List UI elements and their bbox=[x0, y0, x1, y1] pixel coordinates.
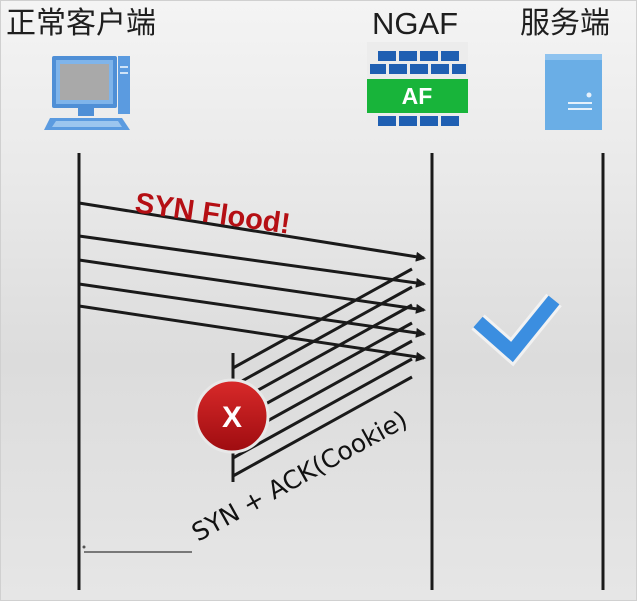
syn-ack-cookie-line bbox=[232, 303, 413, 406]
check-icon bbox=[473, 295, 560, 363]
syn-flood-arrow bbox=[78, 282, 426, 338]
block-x-text: X bbox=[222, 401, 242, 434]
firewall-icon: AF bbox=[367, 42, 468, 138]
block-x-icon: X bbox=[194, 378, 270, 454]
syn-flood-arrow bbox=[78, 304, 426, 362]
ngaf-label: NGAF bbox=[372, 6, 459, 41]
af-badge bbox=[367, 79, 468, 113]
server-label: 服务端 bbox=[520, 6, 610, 41]
client-label: 正常客户端 bbox=[6, 6, 156, 41]
syn-flood-label: SYN Flood! bbox=[133, 187, 292, 240]
server-icon bbox=[545, 54, 602, 130]
syn-flood-arrow bbox=[78, 234, 426, 288]
syn-ack-cookie-line bbox=[232, 375, 413, 478]
af-badge-text: AF bbox=[402, 83, 433, 109]
computer-icon bbox=[44, 56, 130, 130]
syn-ack-cookie-line bbox=[232, 357, 413, 460]
syn-flood-arrow bbox=[78, 258, 426, 314]
syn-flood-arrow bbox=[78, 201, 426, 262]
syn-ack-cookie-line bbox=[232, 267, 413, 370]
syn-ack-cookie-line bbox=[232, 285, 413, 388]
